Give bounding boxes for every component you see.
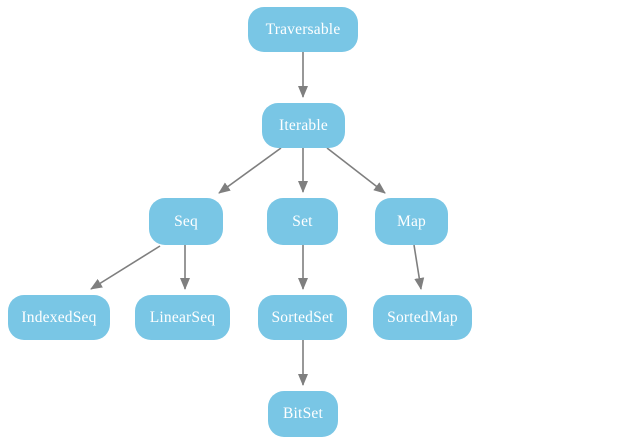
edge-map-to-sortedmap	[413, 244, 425, 290]
node-label-traversable: Traversable	[265, 20, 341, 38]
node-iterable: Iterable	[262, 103, 345, 148]
node-set: Set	[267, 198, 338, 245]
node-label-indexedseq: IndexedSeq	[21, 308, 97, 326]
node-label-set: Set	[292, 212, 313, 230]
node-label-sortedset: SortedSet	[271, 308, 334, 326]
edge-iterable-to-map	[326, 147, 386, 194]
node-bitset: BitSet	[268, 391, 338, 437]
edge-seq-to-indexedseq	[90, 245, 161, 290]
node-label-bitset: BitSet	[283, 405, 323, 423]
node-label-map: Map	[396, 212, 426, 230]
node-label-seq: Seq	[174, 212, 198, 230]
node-label-iterable: Iterable	[279, 116, 328, 134]
node-seq: Seq	[149, 198, 223, 245]
node-linearseq: LinearSeq	[135, 295, 230, 340]
edge-iterable-to-seq	[218, 147, 282, 194]
node-sortedset: SortedSet	[258, 295, 347, 340]
node-label-sortedmap: SortedMap	[387, 308, 458, 326]
node-label-linearseq: LinearSeq	[149, 308, 216, 326]
node-sortedmap: SortedMap	[373, 295, 472, 340]
node-traversable: Traversable	[248, 7, 358, 52]
node-map: Map	[375, 198, 448, 245]
node-indexedseq: IndexedSeq	[8, 295, 110, 340]
